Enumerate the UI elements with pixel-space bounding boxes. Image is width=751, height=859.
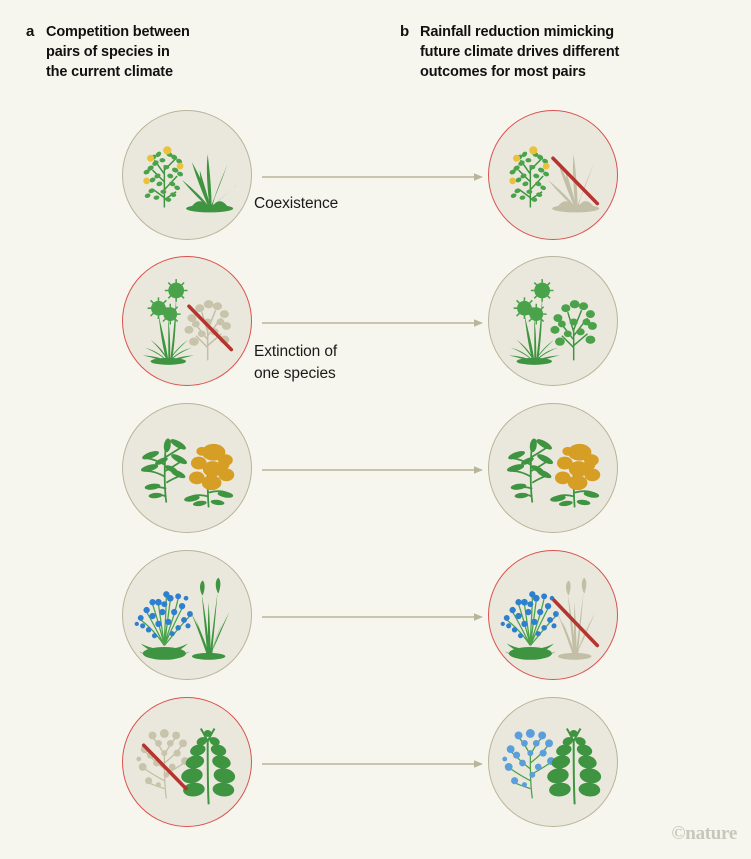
row-1-future-climate-circle	[488, 110, 618, 240]
yellow-flowered-herb-icon	[143, 146, 184, 208]
comparison-row-5	[0, 697, 751, 845]
fern-leaflets	[547, 730, 602, 797]
narrow-leaf-green-plant-icon	[506, 438, 554, 503]
yellow-flowers	[509, 146, 550, 185]
blue-flower-clump-base	[138, 643, 190, 660]
row-1-right-scene	[509, 146, 604, 213]
outcome-label-coexistence: Coexistence	[254, 195, 339, 212]
blue-berry-sprig-icon	[502, 729, 555, 799]
yellow-flowered-herb-icon	[509, 146, 550, 208]
narrow-leaf-green-plant-icon	[140, 438, 188, 503]
row-3-future-climate-circle	[488, 403, 618, 533]
globe-flower-grass-icon	[508, 279, 560, 365]
berries	[136, 729, 189, 788]
nature-credit-logo: ©nature	[671, 823, 737, 844]
extinction-strike-icon	[141, 743, 188, 791]
row-4-arrow	[262, 613, 483, 621]
blue-flower-clump-icon	[134, 591, 193, 660]
row-5-future-climate-circle	[488, 697, 618, 827]
row-1-left-scene	[143, 146, 238, 213]
globe-flower-grass-icon	[142, 279, 194, 365]
extinction-strike-icon	[552, 598, 600, 648]
row-2-right-scene	[508, 279, 597, 365]
row-3-right-scene	[506, 438, 601, 508]
tall-blade-grass-icon-extinct	[555, 577, 596, 660]
grass-tussock-icon	[182, 154, 238, 213]
row-5-arrow	[262, 760, 483, 768]
yellow-poppy-flowers	[188, 443, 235, 491]
row-4-future-climate-circle	[488, 550, 618, 680]
comparison-row-3	[0, 403, 751, 551]
comparison-row-2	[0, 256, 751, 404]
panel-a-header: a Competition between pairs of species i…	[26, 22, 296, 82]
yellow-poppy-plant-icon	[550, 443, 601, 508]
fern-leaflets	[181, 730, 236, 797]
blue-flower-clump-icon	[500, 591, 559, 660]
row-1-arrow	[262, 173, 483, 181]
row-2-arrow	[262, 319, 483, 327]
extinction-strike-icon	[551, 156, 600, 206]
comparison-row-4	[0, 550, 751, 698]
row-4-left-scene	[134, 577, 230, 660]
row-4-right-scene	[500, 577, 600, 660]
blue-berry-sprig-icon-extinct	[136, 729, 189, 799]
row-5-left-scene	[136, 727, 236, 805]
blue-flowers	[134, 591, 193, 639]
row-5-right-scene	[502, 727, 602, 805]
row-2-left-scene	[142, 279, 234, 365]
row-1-current-climate-circle	[122, 110, 252, 240]
panel-a-letter: a	[26, 23, 35, 40]
panel-a-title: Competition between pairs of species in …	[46, 24, 190, 80]
panel-b-letter: b	[400, 23, 410, 40]
yellow-flowers	[143, 146, 184, 185]
yellow-poppy-plant-icon	[184, 443, 235, 508]
row-3-arrow	[262, 466, 483, 474]
yellow-poppy-flowers	[554, 443, 601, 491]
panel-b-header: b Rainfall reduction mimicking future cl…	[400, 22, 720, 82]
extinction-strike-icon	[187, 304, 234, 352]
row-2-current-climate-circle	[122, 256, 252, 386]
tall-blade-grass-icon	[189, 577, 230, 660]
globe-flower-heads	[513, 279, 554, 325]
globe-flower-heads	[147, 279, 188, 325]
broad-leaf-fern-icon	[547, 727, 602, 805]
row-4-current-climate-circle	[122, 550, 252, 680]
row-3-current-climate-circle	[122, 403, 252, 533]
row-5-current-climate-circle	[122, 697, 252, 827]
comparison-row-1	[0, 110, 751, 258]
blue-flowers	[500, 591, 559, 639]
outcome-label-extinction: Extinction of one species	[254, 343, 338, 382]
broad-leaf-fern-icon	[181, 727, 236, 805]
berries	[502, 729, 555, 788]
round-leaf-shrub-icon	[550, 300, 597, 361]
row-3-left-scene	[140, 438, 235, 508]
panel-b-title: Rainfall reduction mimicking future clim…	[420, 24, 620, 80]
grass-tussock-icon-extinct	[548, 154, 604, 213]
row-2-future-climate-circle	[488, 256, 618, 386]
blue-flower-clump-base	[504, 643, 556, 660]
